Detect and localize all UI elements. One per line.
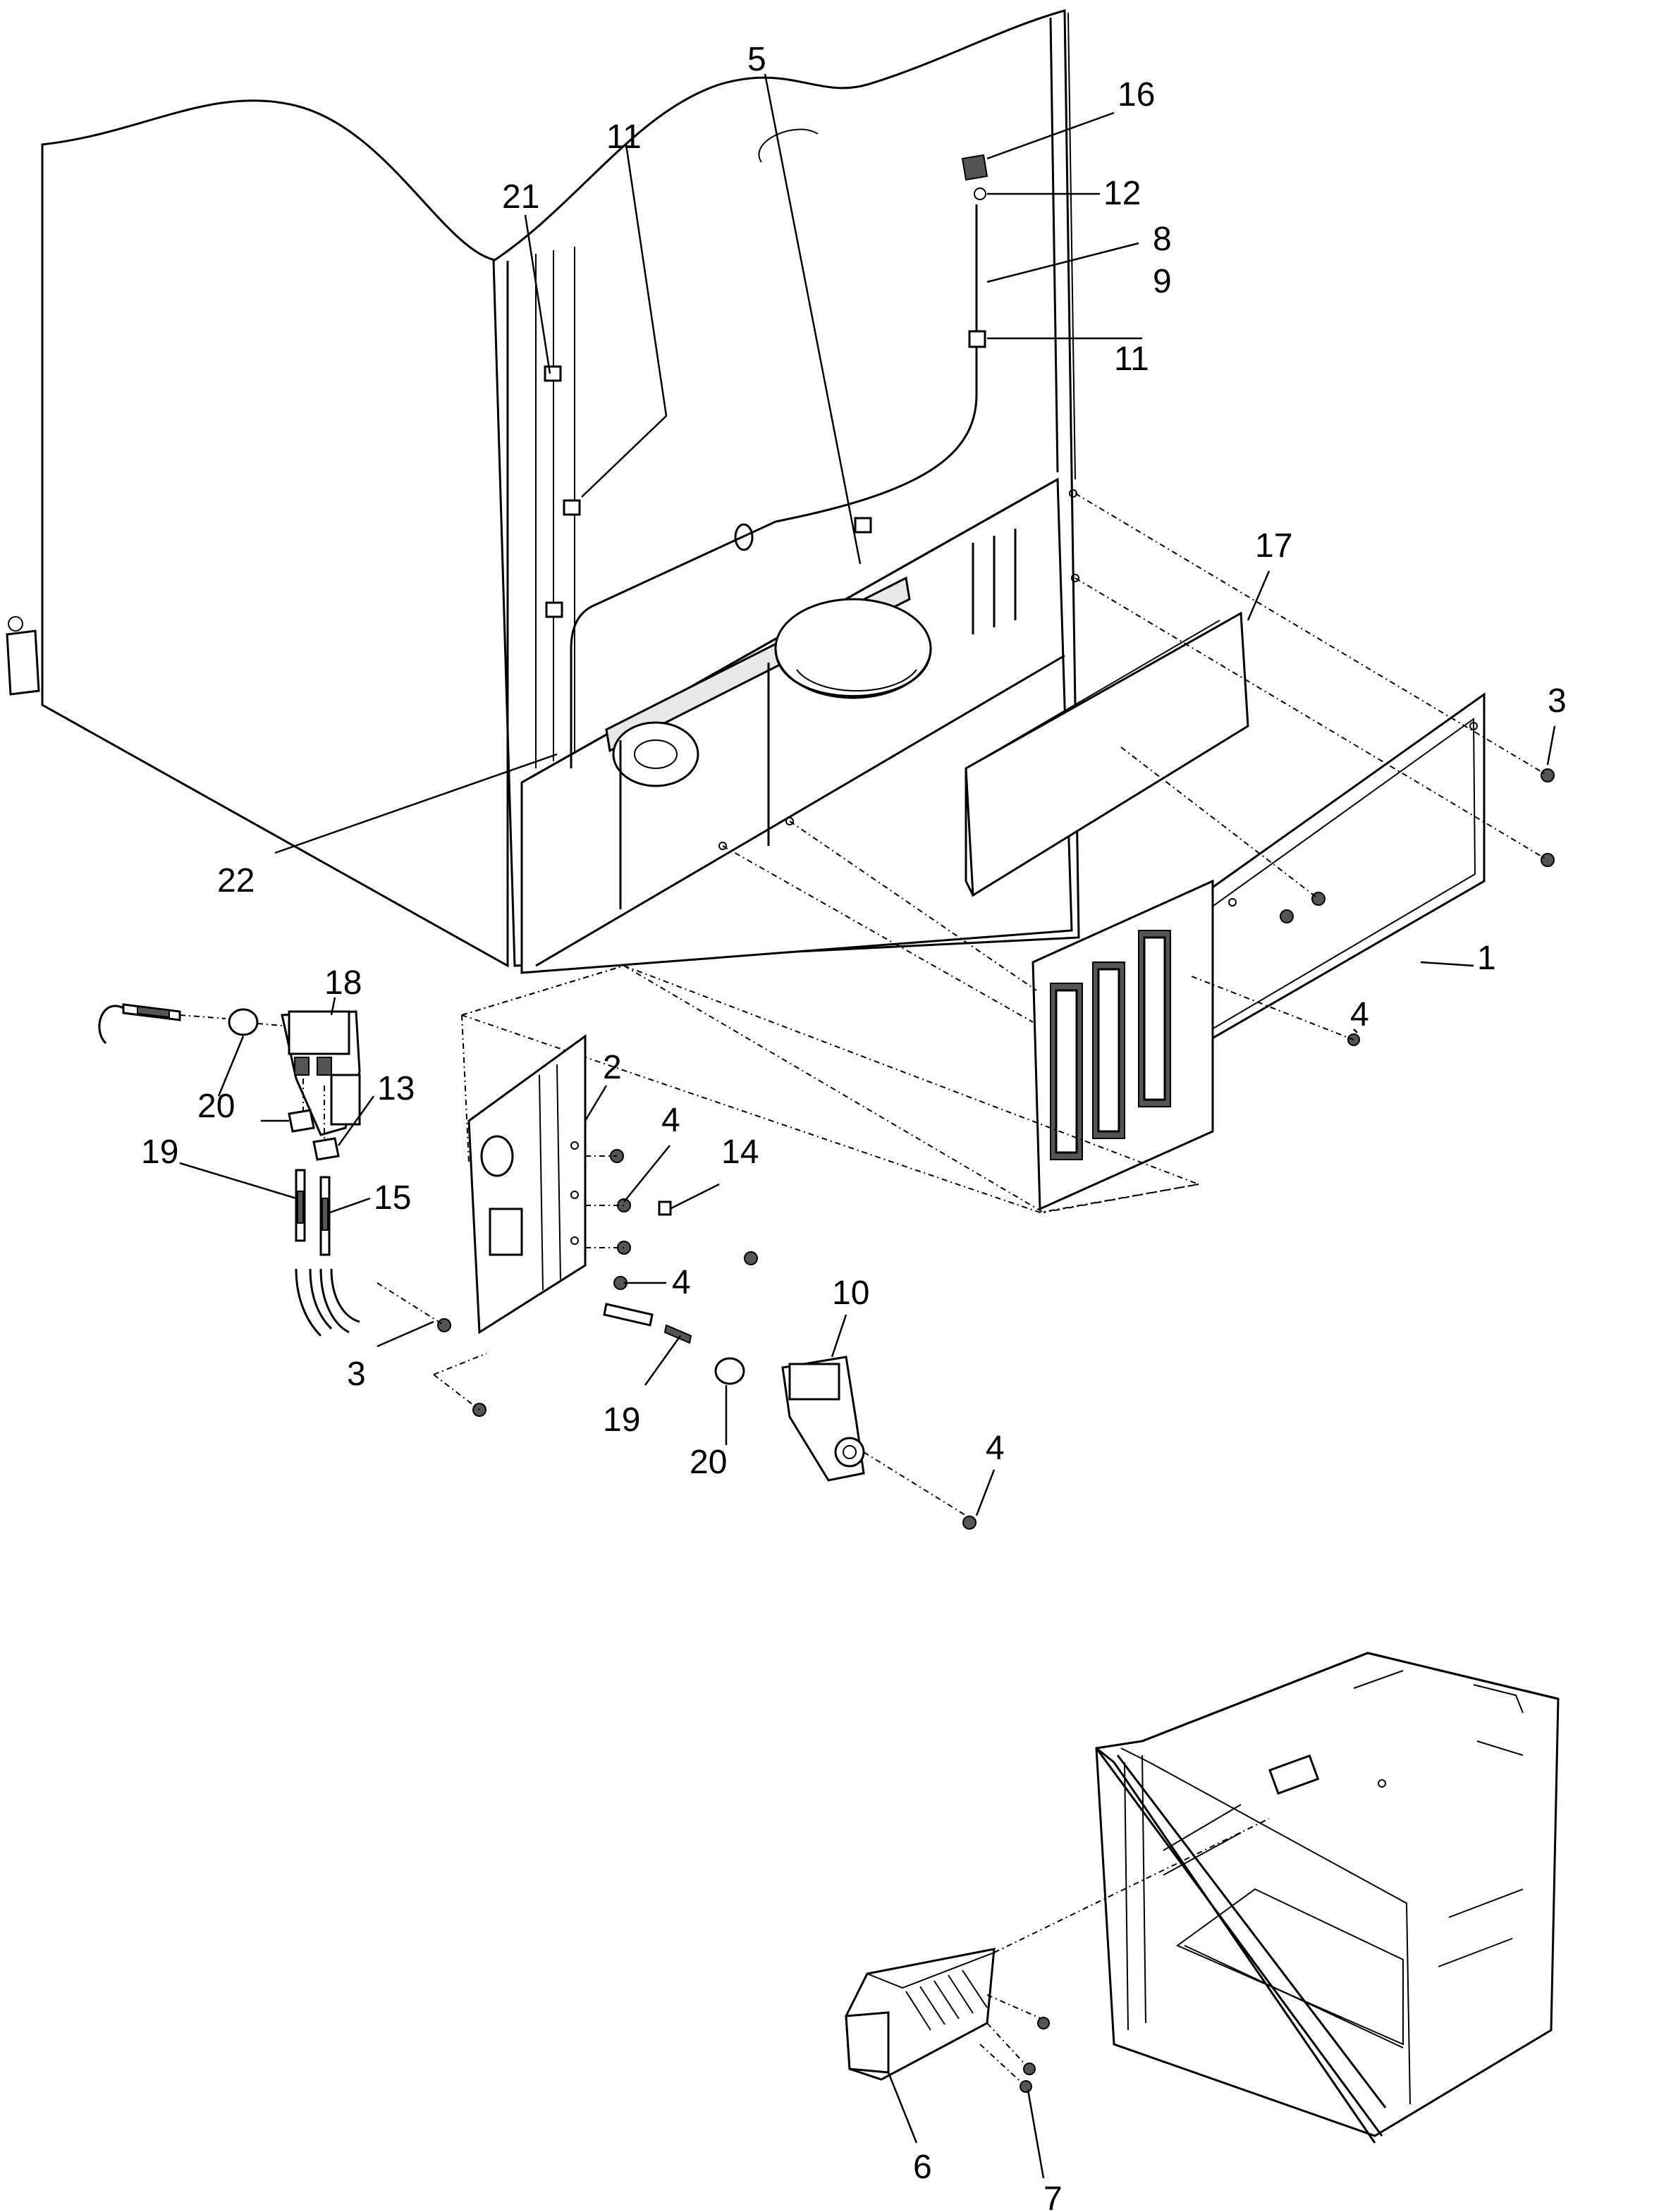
callout-22: 22 <box>217 862 255 899</box>
callout-7: 7 <box>1043 2180 1063 2212</box>
callout-1: 1 <box>1477 940 1496 977</box>
callout-4-bracket-top: 4 <box>661 1102 680 1139</box>
callout-9: 9 <box>1153 263 1172 300</box>
callout-18: 18 <box>324 964 362 1002</box>
callout-3-bracket: 3 <box>347 1356 366 1393</box>
callout-17: 17 <box>1255 527 1292 565</box>
water-valve-10 <box>781 1356 977 1530</box>
callout-12: 12 <box>1103 175 1141 212</box>
callout-19-left: 19 <box>141 1133 178 1171</box>
callout-6: 6 <box>913 2149 932 2186</box>
callout-21: 21 <box>502 178 539 216</box>
callout-20-left: 20 <box>197 1088 235 1125</box>
callout-10: 10 <box>832 1274 869 1312</box>
callout-13: 13 <box>377 1070 415 1107</box>
callout-19-bottom: 19 <box>603 1401 640 1439</box>
callout-14: 14 <box>721 1133 759 1171</box>
callout-11-right: 11 <box>1114 340 1149 378</box>
valve-bracket-assembly <box>377 965 1044 1417</box>
callout-3-cover: 3 <box>1548 682 1567 720</box>
callout-8: 8 <box>1153 221 1172 258</box>
water-valve-18 <box>98 1003 361 1337</box>
callout-15: 15 <box>374 1179 411 1217</box>
callout-labels: 1 2 3 3 4 4 4 4 5 6 7 8 9 10 11 11 12 13… <box>141 41 1567 2212</box>
leader-lines <box>179 73 1556 2179</box>
louver-vents <box>1050 930 1171 1160</box>
ice-maker <box>845 1818 1270 2093</box>
callout-2: 2 <box>603 1049 622 1086</box>
callout-5: 5 <box>747 41 766 78</box>
refrigerator-cabinet <box>6 9 1080 974</box>
callout-4-valve: 4 <box>986 1430 1005 1467</box>
callout-4-cover: 4 <box>1350 996 1369 1033</box>
ice-bin <box>1095 1652 1560 2144</box>
access-cover-assembly <box>461 493 1555 1214</box>
callout-4-bracket-bottom: 4 <box>672 1264 691 1301</box>
callout-20-bottom: 20 <box>690 1444 727 1481</box>
callout-11-left: 11 <box>606 118 642 156</box>
callout-16: 16 <box>1118 76 1155 113</box>
ice-maker-tray-ribs <box>905 1970 988 2031</box>
